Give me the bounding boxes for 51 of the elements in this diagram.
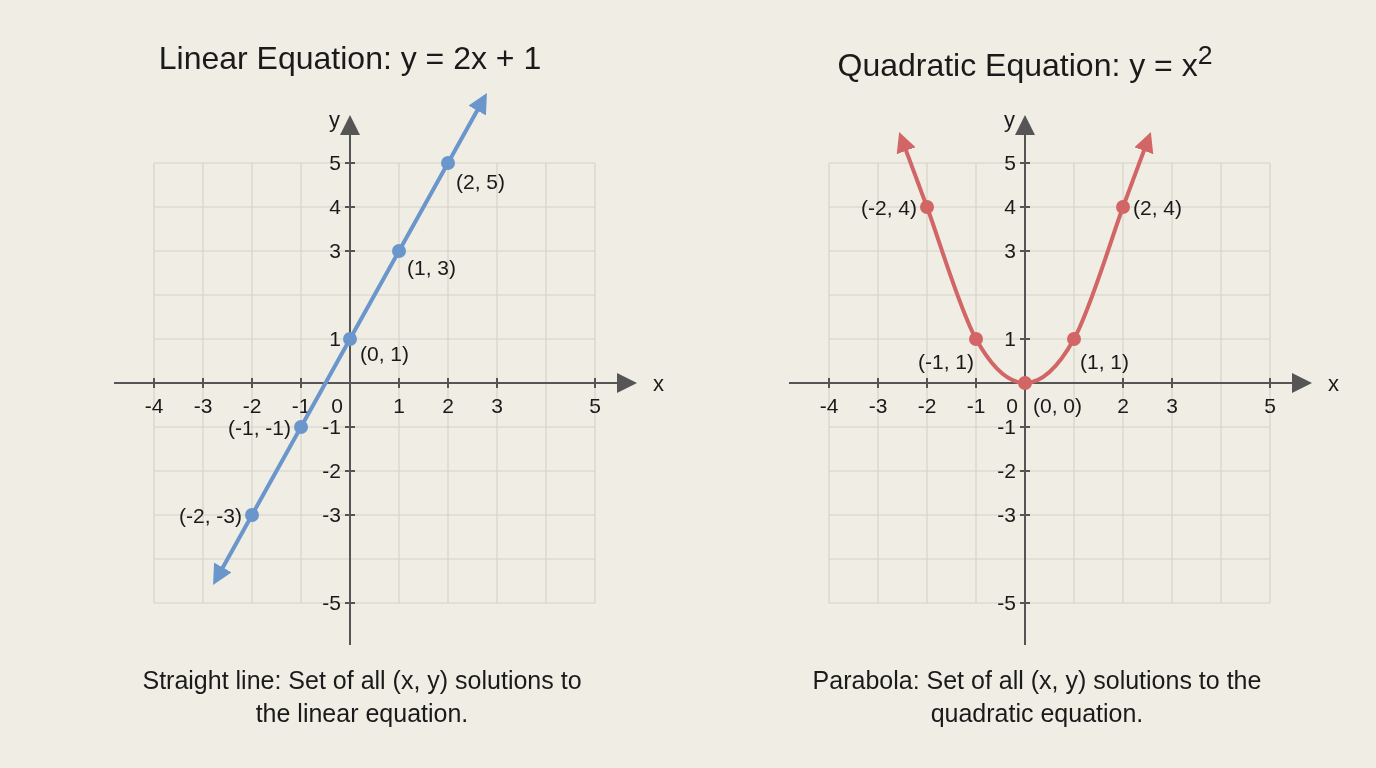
point-label: (1, 1) [1080, 350, 1129, 373]
point-label: (0, 0) [1033, 394, 1082, 417]
tick-label: 5 [329, 151, 341, 174]
point-label: (-1, -1) [228, 416, 291, 439]
tick-label: 2 [1117, 394, 1129, 417]
tick-label: -4 [819, 394, 839, 417]
tick-label: 5 [589, 394, 601, 417]
tick-label: 5 [1264, 394, 1276, 417]
tick-label: -1 [997, 415, 1016, 438]
axis-label: y [329, 107, 340, 132]
tick-label: -2 [917, 394, 937, 417]
tick-label: -4 [144, 394, 164, 417]
tick-label: 1 [329, 327, 341, 350]
axis-label: x [653, 371, 664, 396]
tick-label: -3 [997, 503, 1016, 526]
tick-label: 4 [329, 195, 341, 218]
tick-label: -2 [242, 394, 262, 417]
tick-label: 0 [331, 394, 343, 417]
tick-label: 3 [1004, 239, 1016, 262]
axis-label: y [1004, 107, 1015, 132]
tick-label: 5 [1004, 151, 1016, 174]
tick-label: -1 [966, 394, 986, 417]
point-label: (1, 3) [407, 256, 456, 279]
chart-title: Linear Equation: y = 2x + 1 [157, 40, 543, 77]
tick-label: -1 [322, 415, 341, 438]
axis-label: x [1328, 371, 1339, 396]
tick-label: -5 [322, 591, 341, 614]
tick-label: -5 [997, 591, 1016, 614]
tick-label: -3 [868, 394, 888, 417]
tick-label: 1 [1004, 327, 1016, 350]
point-label: (-2, -3) [179, 504, 242, 527]
tick-label: -2 [322, 459, 341, 482]
point-label: (2, 4) [1133, 196, 1182, 219]
tick-label: 4 [1004, 195, 1016, 218]
tick-label: -1 [291, 394, 311, 417]
tick-label: 0 [1006, 394, 1018, 417]
tick-label: 1 [393, 394, 405, 417]
caption-text: Parabola: Set of all (x, y) solutions to the quadratic equation. [811, 665, 1263, 729]
tick-label: -3 [193, 394, 213, 417]
tick-label: 2 [442, 394, 454, 417]
tick-label: -2 [997, 459, 1016, 482]
caption-text: Straight line: Set of all (x, y) solutions to the linear equation. [141, 665, 583, 729]
tick-label: -3 [322, 503, 341, 526]
tick-label: 3 [1166, 394, 1178, 417]
point-label: (2, 5) [456, 170, 505, 193]
point-label: (0, 1) [360, 342, 409, 365]
point-label: (-2, 4) [861, 196, 917, 219]
tick-label: 3 [491, 394, 503, 417]
tick-label: 3 [329, 239, 341, 262]
point-label: (-1, 1) [918, 350, 974, 373]
chart-title: Quadratic Equation: y = x$^{2}$ [836, 40, 1214, 84]
